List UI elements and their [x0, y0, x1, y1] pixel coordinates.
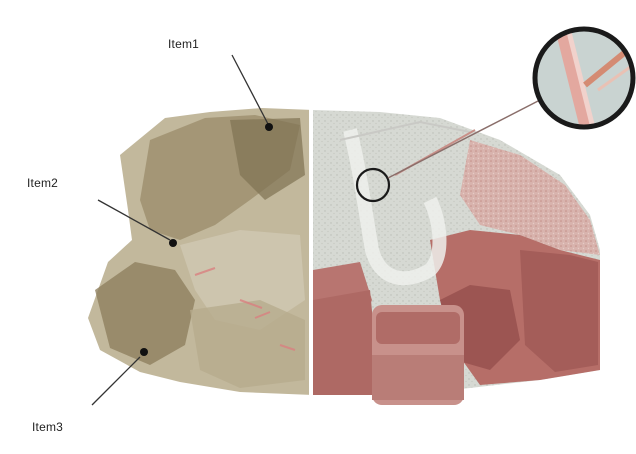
item3-leader-line: [92, 357, 140, 405]
split-divider: [309, 108, 313, 400]
item1-marker-dot: [265, 123, 273, 131]
item3-label: Item3: [32, 420, 63, 434]
item2-marker-dot: [169, 239, 177, 247]
cross-section-half: [313, 110, 600, 405]
item3-marker-dot: [140, 348, 148, 356]
rock-photo-half: [88, 108, 312, 395]
item2-label: Item2: [27, 176, 58, 190]
item1-label: Item1: [168, 37, 199, 51]
zoom-callout: [530, 20, 636, 140]
